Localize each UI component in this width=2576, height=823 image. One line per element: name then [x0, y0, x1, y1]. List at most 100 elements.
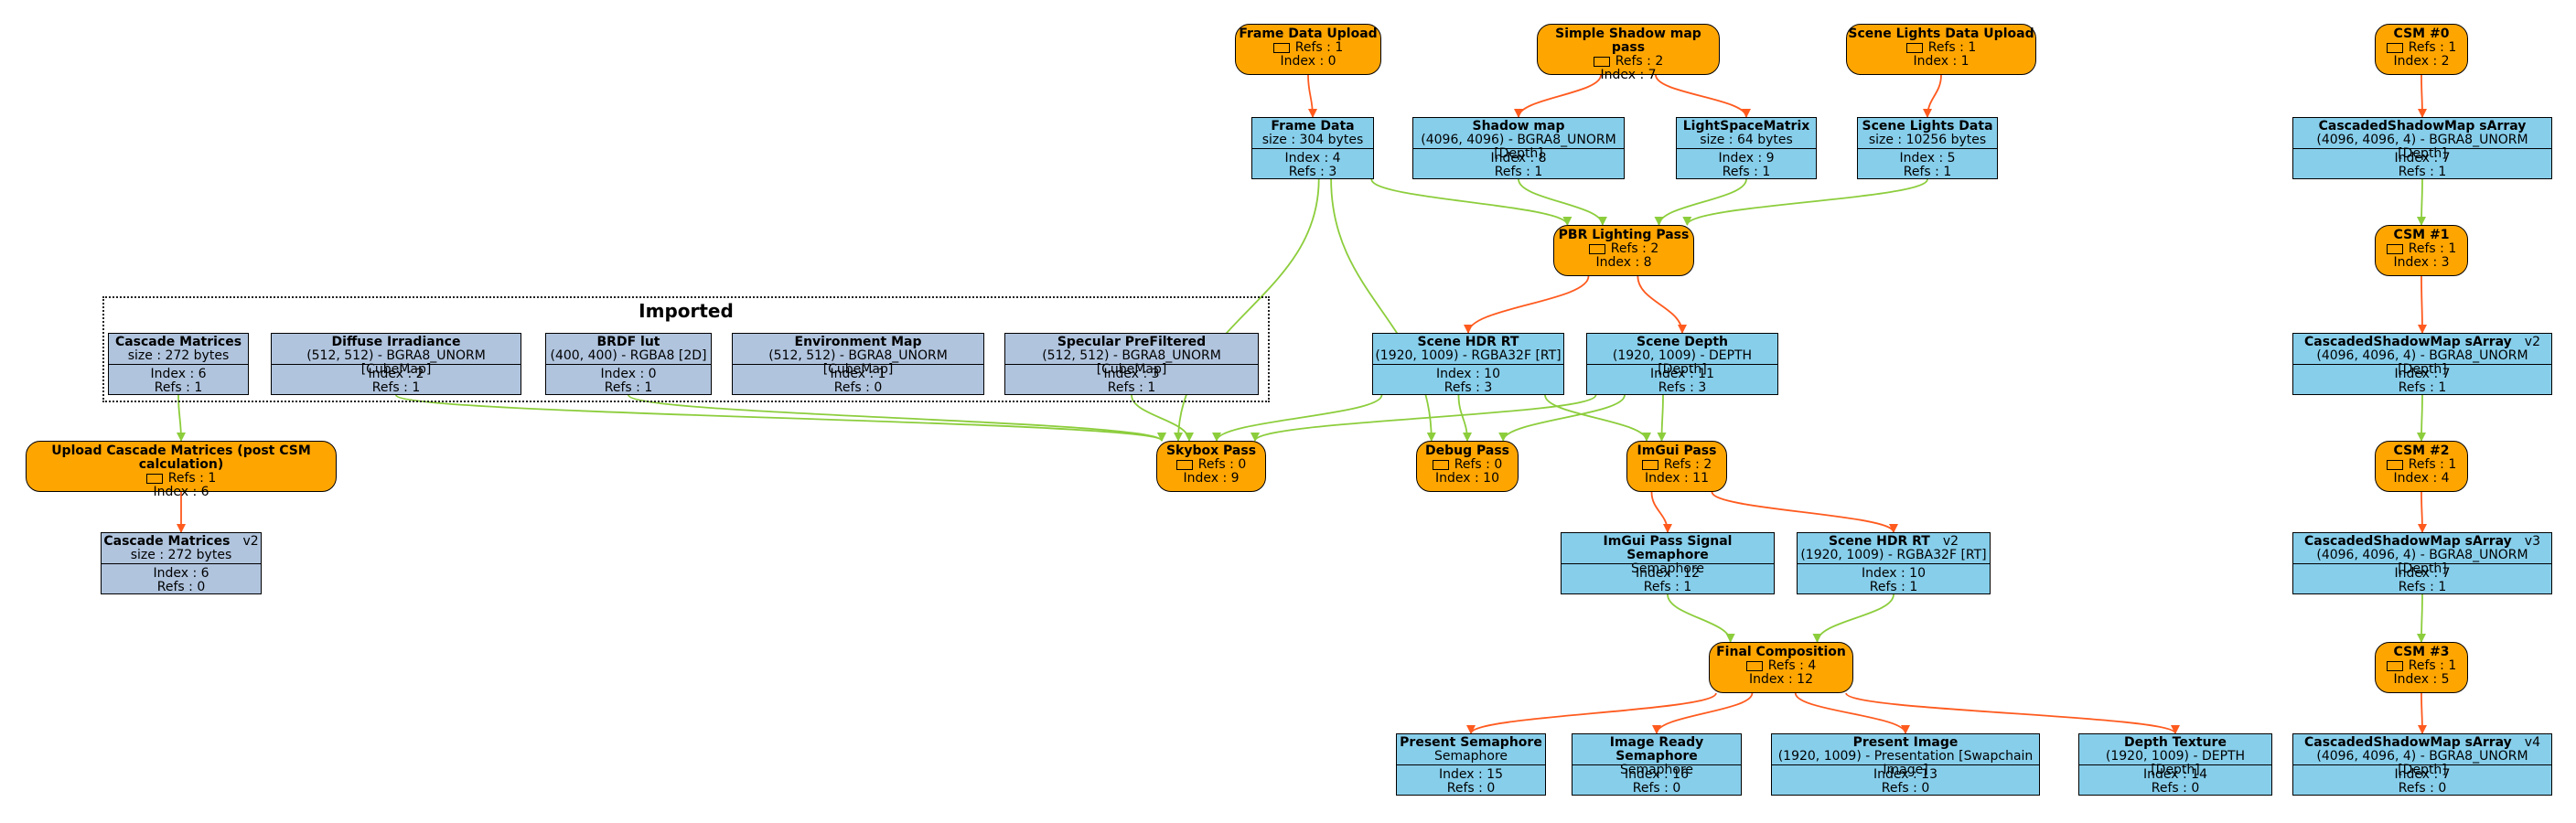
- pass-title: CSM #1: [2393, 228, 2450, 242]
- edge-pbr-to-scene-depth: [1637, 275, 1687, 334]
- resource-node-brdf[interactable]: BRDF lut(400, 400) - RGBA8 [2D]Index : 0…: [545, 333, 712, 395]
- edge-imgui-to-imgui-sem: [1650, 491, 1672, 533]
- resource-title-line: Cascade Matrices: [109, 336, 248, 349]
- pass-node-upload-cascade[interactable]: Upload Cascade Matrices (post CSM calcul…: [26, 441, 337, 499]
- edge-lsm-to-pbr: [1654, 178, 1747, 226]
- resource-title-line: Frame Data: [1252, 120, 1373, 134]
- pass-index: Index : 9: [1183, 471, 1240, 486]
- resource-desc: size : 64 bytes: [1700, 133, 1793, 147]
- resource-version: v2: [1942, 534, 1959, 549]
- resource-node-env-map[interactable]: Environment Map(512, 512) - BGRA8_UNORM …: [732, 333, 984, 395]
- resource-desc: (4096, 4096, 4) - BGRA8_UNORM [Depth]: [2316, 548, 2528, 576]
- pass-box-icon: [2386, 43, 2403, 53]
- resource-node-shadow-map[interactable]: Shadow map(4096, 4096) - BGRA8_UNORM [De…: [1412, 117, 1625, 179]
- pass-title: Skybox Pass: [1165, 444, 1257, 458]
- resource-title: Present Semaphore: [1400, 735, 1542, 750]
- resource-node-scene-hdr[interactable]: Scene HDR RT(1920, 1009) - RGBA32F [RT]I…: [1372, 333, 1564, 395]
- resource-node-present-image[interactable]: Present Image(1920, 1009) - Presentation…: [1771, 733, 2040, 796]
- pass-box-icon: [2386, 661, 2403, 671]
- edge-scene-hdr-to-debug: [1457, 394, 1472, 442]
- resource-node-diffuse-irr[interactable]: Diffuse Irradiance(512, 512) - BGRA8_UNO…: [271, 333, 521, 395]
- resource-title-line: Depth Texture: [2079, 736, 2271, 750]
- resource-refs: Refs : 1: [2398, 580, 2447, 594]
- pass-box-icon: [1745, 661, 1763, 671]
- resource-index: Index : 3: [1103, 367, 1160, 381]
- pass-title: CSM #2: [2393, 444, 2450, 458]
- pass-box-icon: [145, 474, 163, 484]
- edge-final-to-depth-tex: [1845, 692, 2180, 734]
- pass-refs: Refs : 1: [2408, 241, 2457, 256]
- resource-title: LightSpaceMatrix: [1682, 119, 1810, 134]
- pass-refs: Refs : 1: [1927, 40, 1977, 55]
- edge-scene-depth-to-debug: [1498, 394, 1626, 442]
- resource-refs: Refs : 1: [2398, 165, 2447, 179]
- resource-index: Index : 13: [1873, 767, 1937, 782]
- resource-title-line: ImGui Pass Signal Semaphore: [1562, 535, 1774, 562]
- pass-refs: Refs : 1: [1294, 40, 1344, 55]
- resource-node-scene-depth[interactable]: Scene Depth(1920, 1009) - DEPTH [Depth]I…: [1586, 333, 1778, 395]
- resource-index: Index : 6: [153, 566, 209, 581]
- resource-header: Scene Depth(1920, 1009) - DEPTH [Depth]: [1587, 334, 1777, 377]
- resource-title: ImGui Pass Signal Semaphore: [1603, 534, 1733, 562]
- pass-refs: Refs : 1: [2408, 658, 2457, 673]
- pass-box-icon: [1272, 43, 1290, 53]
- edge-frame-upload-to-frame-data: [1307, 74, 1317, 118]
- resource-refs: Refs : 1: [1107, 380, 1156, 395]
- edge-csm-arr-to-csm1: [2417, 178, 2427, 226]
- resource-header: Depth Texture(1920, 1009) - DEPTH [Depth…: [2079, 734, 2271, 777]
- edge-lights-upload-to-scene-lights: [1923, 74, 1942, 118]
- resource-title-line: BRDF lut: [546, 336, 711, 349]
- resource-refs: Refs : 0: [2151, 781, 2200, 796]
- resource-title: Present Image: [1852, 735, 1959, 750]
- resource-title-line: Diffuse Irradiance: [272, 336, 521, 349]
- edge-frame-data-to-debug: [1330, 178, 1436, 442]
- resource-desc: (1920, 1009) - DEPTH [Depth]: [1612, 348, 1753, 377]
- resource-node-depth-tex[interactable]: Depth Texture(1920, 1009) - DEPTH [Depth…: [2078, 733, 2272, 796]
- resource-node-spec-pref[interactable]: Specular PreFiltered(512, 512) - BGRA8_U…: [1004, 333, 1259, 395]
- resource-title: Shadow map: [1472, 119, 1565, 134]
- edge-imgui-sem-to-final: [1667, 593, 1735, 643]
- resource-title-line: CascadedShadowMap sArray: [2293, 120, 2551, 134]
- resource-node-csm-arr[interactable]: CascadedShadowMap sArray(4096, 4096, 4) …: [2292, 117, 2552, 179]
- resource-title: CascadedShadowMap sArray: [2303, 534, 2512, 549]
- pass-index: Index : 0: [1280, 54, 1336, 69]
- resource-refs: Refs : 1: [1643, 580, 1692, 594]
- resource-title-line: Environment Map: [733, 336, 983, 349]
- resource-version: v4: [2524, 735, 2540, 750]
- resource-index: Index : 7: [2394, 767, 2451, 782]
